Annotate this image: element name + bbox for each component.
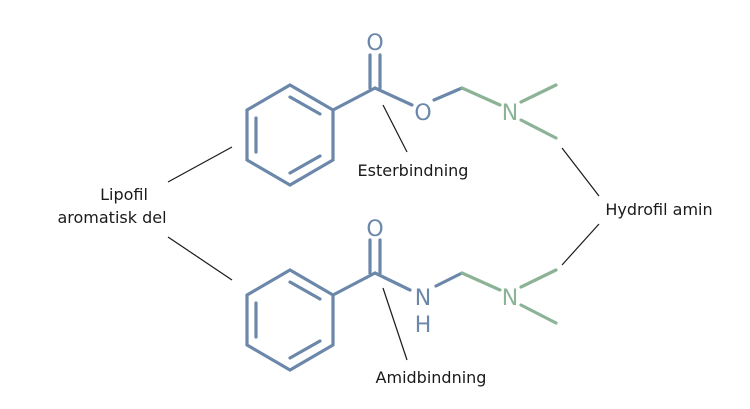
ester-bond-label: Esterbindning	[358, 161, 469, 180]
amide-n-methyl-down-bond	[519, 303, 558, 325]
amide-n-ch2-bond	[434, 271, 464, 288]
amide-n-methyl-up-bond	[519, 268, 558, 289]
ester-n-methyl-down-bond	[519, 118, 558, 140]
amide-c-n-bond	[373, 271, 412, 292]
amide-benzene-ring	[245, 268, 335, 372]
leader-lines	[167, 104, 600, 361]
ester-molecule: O O N	[245, 31, 558, 187]
ester-ring-carbonyl-bond	[331, 86, 377, 112]
amide-nitrogen-atom: N	[415, 286, 431, 311]
ester-c-o-bond	[373, 86, 414, 107]
leader-lipophilic-top	[167, 146, 233, 183]
ester-carbonyl-oxygen-atom: O	[366, 31, 383, 56]
ester-o-ch2-bond	[432, 86, 464, 102]
amide-ch2-n-bond	[460, 271, 502, 292]
lipophilic-label-line1: Lipofil	[100, 185, 148, 204]
leader-hydrophilic-top	[561, 147, 600, 197]
ester-benzene-ring	[245, 83, 335, 187]
amide-molecule: O N H N	[245, 217, 558, 372]
amide-hydrogen-atom: H	[415, 313, 432, 338]
ester-n-methyl-up-bond	[519, 83, 558, 104]
leader-ester-bond	[382, 104, 408, 153]
ester-ch2-n-bond	[460, 86, 502, 107]
leader-hydrophilic-bottom	[561, 223, 600, 266]
leader-amide-bond	[382, 287, 408, 361]
ester-amine-nitrogen-atom: N	[502, 101, 518, 126]
amide-ring-carbonyl-bond	[331, 271, 377, 297]
ester-oxygen-atom: O	[414, 101, 431, 126]
hydrophilic-amine-label: Hydrofil amin	[605, 200, 712, 219]
amide-carbonyl-oxygen-atom: O	[366, 217, 383, 242]
leader-lipophilic-bottom	[167, 236, 233, 281]
lipophilic-label-line2: aromatisk del	[57, 208, 166, 227]
amide-bond-label: Amidbindning	[376, 368, 487, 387]
amide-amine-nitrogen-atom: N	[502, 286, 518, 311]
